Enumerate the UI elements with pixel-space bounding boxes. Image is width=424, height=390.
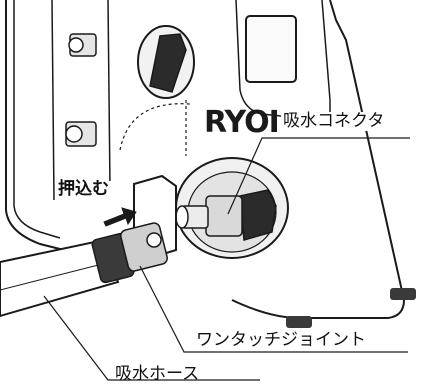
lower-fitting xyxy=(65,121,97,147)
recess xyxy=(119,100,191,156)
label-intake-connector: 吸水コネクタ xyxy=(281,111,387,131)
brand-logo: RYOІ xyxy=(204,105,280,140)
intake-connector-part xyxy=(175,189,277,241)
upper-fitting xyxy=(68,33,97,57)
leader-hose xyxy=(43,295,260,381)
hose-assembly xyxy=(0,222,168,318)
leader-intake-connector xyxy=(227,137,410,215)
machine-feet xyxy=(286,288,416,328)
push-arrow-icon xyxy=(103,207,137,227)
label-push-in: 押込む xyxy=(56,179,111,199)
machine-body xyxy=(5,0,406,319)
left-panel xyxy=(13,0,61,239)
label-intake-hose: 吸水ホース xyxy=(115,364,200,384)
label-one-touch-joint: ワンタッチジョイント xyxy=(196,330,366,350)
leader-joint xyxy=(139,265,408,353)
left-panel-edge xyxy=(51,0,111,201)
gauge-window xyxy=(245,15,297,83)
selector-knob xyxy=(137,25,195,99)
